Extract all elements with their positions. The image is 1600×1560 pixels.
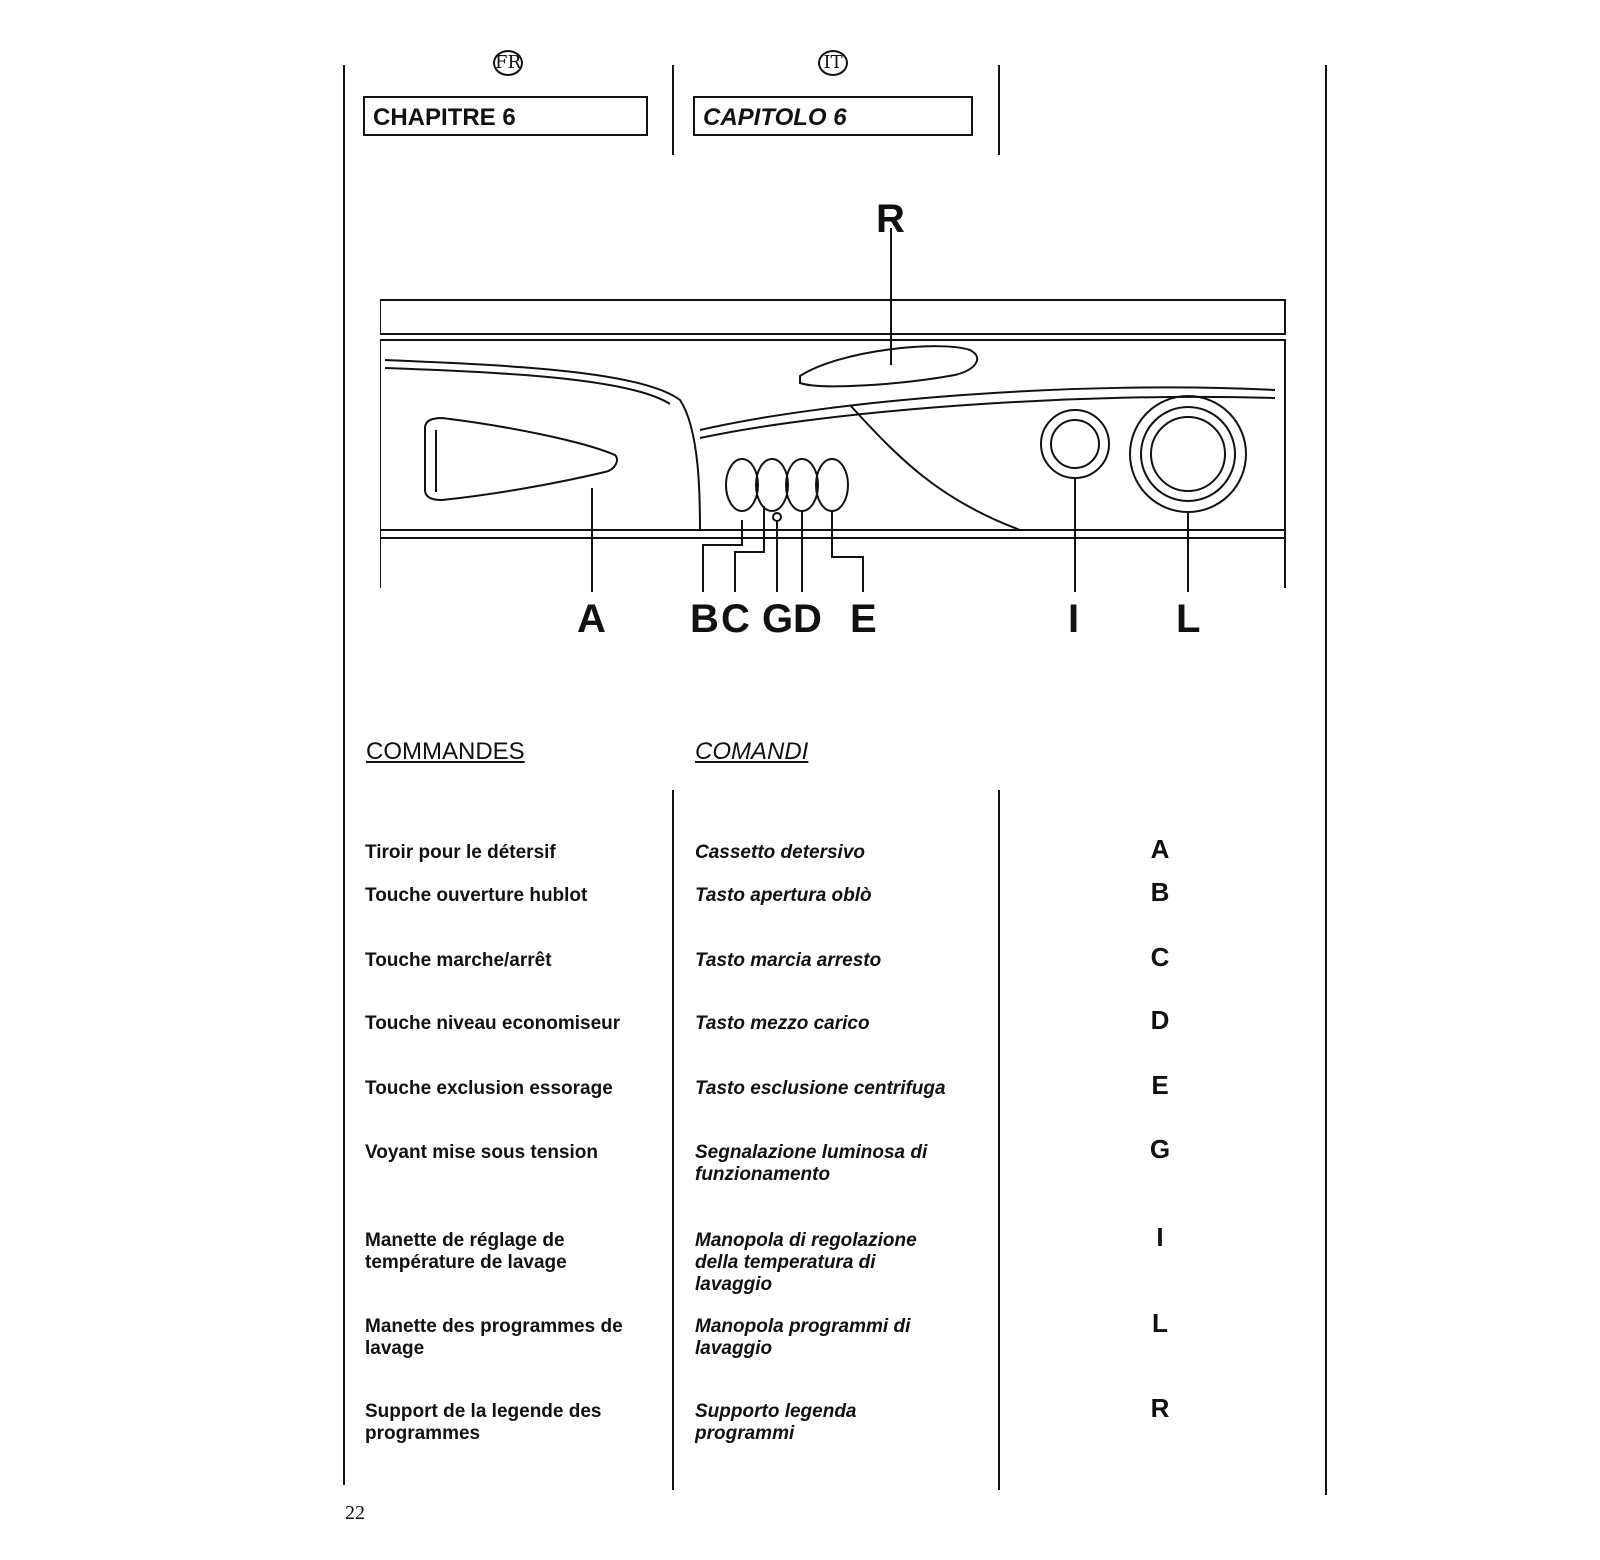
program-legend-holder bbox=[799, 345, 979, 388]
chapter-title-fr: CHAPITRE 6 bbox=[363, 96, 648, 136]
control-it-e: Tasto esclusione centrifuga bbox=[695, 1078, 946, 1099]
control-letter-e: E bbox=[1151, 1070, 1169, 1100]
control-fr-b: Touche ouverture hublot bbox=[365, 885, 588, 906]
control-letter-a: A bbox=[1150, 834, 1170, 864]
control-fr-g: Voyant mise sous tension bbox=[365, 1142, 598, 1163]
callout-r: R bbox=[876, 200, 905, 241]
program-knob-l bbox=[1129, 395, 1247, 513]
detergent-drawer-handle bbox=[424, 416, 618, 502]
control-fr-c: Touche marche/arrêt bbox=[365, 950, 552, 971]
button-e-shape bbox=[815, 458, 849, 512]
column-rule-middle-bottom bbox=[672, 790, 674, 1490]
section-title-fr: COMMANDES bbox=[366, 738, 525, 765]
power-indicator-g bbox=[772, 512, 782, 522]
callout-d: D bbox=[793, 597, 822, 641]
language-badge-it: IT bbox=[818, 50, 848, 76]
column-rule-right-bottom bbox=[998, 790, 1000, 1490]
control-fr-i: Manette de réglage de température de lav… bbox=[365, 1230, 567, 1273]
control-letter-i: I bbox=[1156, 1222, 1164, 1252]
page-number: 22 bbox=[345, 1502, 365, 1524]
control-it-c: Tasto marcia arresto bbox=[695, 950, 882, 971]
control-it-i: Manopola di regolazione della temperatur… bbox=[695, 1230, 917, 1295]
panel-body bbox=[380, 339, 1286, 539]
control-fr-l: Manette des programmes de lavage bbox=[365, 1316, 623, 1359]
control-letter-r: R bbox=[1150, 1393, 1170, 1423]
column-rule-far-right bbox=[1325, 65, 1327, 1495]
callout-l: L bbox=[1176, 597, 1200, 641]
callout-a: A bbox=[577, 597, 606, 641]
control-it-l: Manopola programmi di lavaggio bbox=[695, 1316, 911, 1359]
callout-e: E bbox=[850, 597, 877, 641]
control-fr-r: Support de la legende des programmes bbox=[365, 1401, 602, 1444]
control-it-d: Tasto mezzo carico bbox=[695, 1013, 870, 1034]
callout-c: C bbox=[721, 597, 750, 641]
callout-i: I bbox=[1068, 597, 1079, 641]
language-badge-fr: FR bbox=[493, 50, 523, 76]
column-rule-left-top bbox=[343, 65, 345, 1485]
control-letter-d: D bbox=[1150, 1005, 1170, 1035]
control-it-b: Tasto apertura oblò bbox=[695, 885, 872, 906]
callout-g: G bbox=[762, 597, 793, 641]
control-fr-d: Touche niveau economiseur bbox=[365, 1013, 621, 1034]
button-d-shape bbox=[785, 458, 819, 512]
control-letter-c: C bbox=[1150, 942, 1170, 972]
control-fr-e: Touche exclusion essorage bbox=[365, 1078, 613, 1099]
callout-b: B bbox=[690, 597, 719, 641]
button-c-shape bbox=[755, 458, 789, 512]
control-letter-b: B bbox=[1150, 877, 1170, 907]
chapter-title-it: CAPITOLO 6 bbox=[693, 96, 973, 136]
control-panel-diagram: R A B C G D E I L bbox=[380, 200, 1286, 641]
button-b-shape bbox=[725, 458, 759, 512]
column-rule-right-top bbox=[998, 65, 1000, 155]
control-letter-g: G bbox=[1149, 1134, 1171, 1164]
control-fr-a: Tiroir pour le détersif bbox=[365, 842, 556, 863]
column-rule-middle-top bbox=[672, 65, 674, 155]
control-it-r: Supporto legenda programmi bbox=[695, 1401, 857, 1444]
control-it-g: Segnalazione luminosa di funzionamento bbox=[695, 1142, 928, 1185]
panel-top-strip bbox=[380, 299, 1286, 335]
control-it-a: Cassetto detersivo bbox=[695, 842, 866, 863]
section-title-it: COMANDI bbox=[695, 738, 809, 765]
control-letter-l: L bbox=[1152, 1308, 1168, 1338]
